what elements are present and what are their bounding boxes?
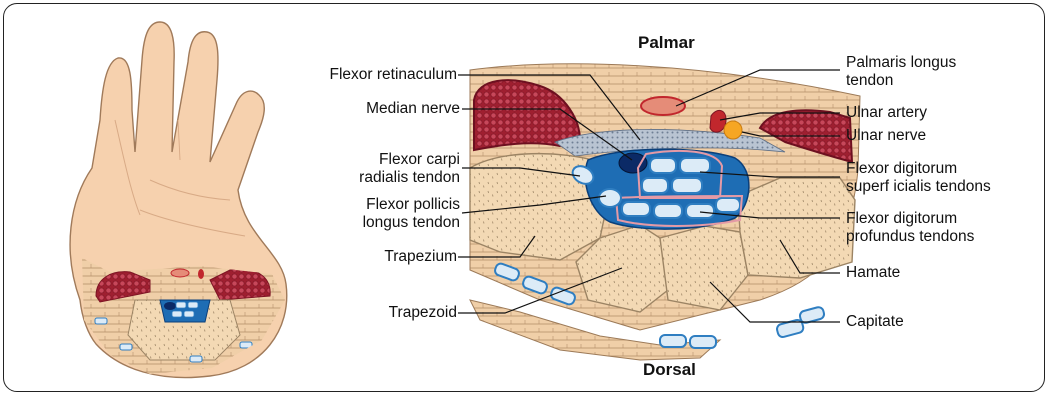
palmar-label: Palmar xyxy=(638,33,695,53)
hamate-bone xyxy=(738,178,855,278)
label-capitate: Capitate xyxy=(846,313,904,331)
hand-illustration xyxy=(70,22,300,385)
label-hamate: Hamate xyxy=(846,264,900,282)
label-trapezoid: Trapezoid xyxy=(389,304,457,322)
label-ulnar-nerve: Ulnar nerve xyxy=(846,127,926,145)
ulnar-nerve-shape xyxy=(724,121,742,139)
label-median-nerve: Median nerve xyxy=(366,100,460,118)
label-ulnar-artery: Ulnar artery xyxy=(846,104,927,122)
label-trapezium: Trapezium xyxy=(384,248,457,266)
palmaris-longus-shape xyxy=(641,97,685,115)
median-nerve-shape xyxy=(619,153,647,173)
label-flexor-retinaculum: Flexor retinaculum xyxy=(330,66,458,84)
fpl-tendon-shape xyxy=(599,189,621,207)
carpal-tunnel-cross-section xyxy=(470,64,860,360)
dorsal-label: Dorsal xyxy=(643,360,696,380)
